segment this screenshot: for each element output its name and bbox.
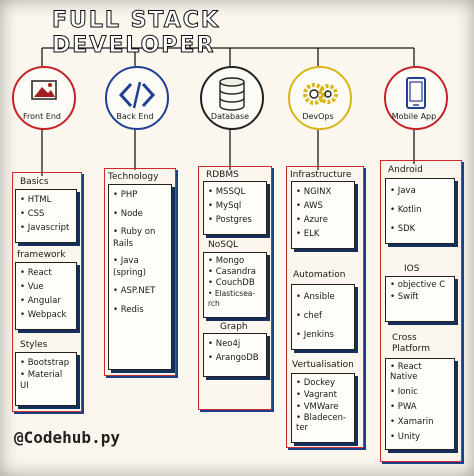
front-end-label: Front End [23, 112, 61, 121]
rdbms-box: MSSQL MySql Postgres [203, 181, 267, 235]
list-item: PWA [390, 400, 450, 415]
devops-node [288, 66, 352, 130]
list-item: Vagrant [296, 389, 350, 401]
automation-title: Automation [293, 270, 346, 280]
back-end-frame [104, 168, 176, 376]
virtualisation-title: Vertualisation [292, 360, 354, 370]
android-title: Android [388, 165, 423, 175]
code-icon [118, 81, 156, 109]
framework-title: framework [17, 250, 66, 260]
list-item: Redis [113, 303, 167, 317]
list-item: Ruby on Rails [113, 226, 167, 250]
list-item: Xamarin [390, 415, 450, 430]
back-end-node [105, 66, 169, 130]
phone-icon [406, 77, 426, 109]
list-item: MySql [208, 199, 262, 213]
database-node [200, 66, 264, 130]
list-item: Angular [20, 294, 72, 308]
list-item: Bladecen-ter [296, 413, 350, 433]
list-item: ArangoDB [208, 351, 262, 365]
android-box: Java Kotlin SDK [385, 178, 455, 244]
list-item: ASP.NET [113, 284, 167, 298]
list-item: Java (spring) [113, 255, 167, 279]
technology-title: Technology [108, 172, 159, 182]
mobile-app-label: Mobile App [391, 112, 437, 121]
styles-box: Bootstrap Material UI [15, 352, 77, 406]
list-item: Node [113, 207, 167, 221]
list-item: SDK [390, 220, 450, 239]
list-item: VMWare [296, 401, 350, 413]
list-item: NGINX [296, 185, 350, 199]
list-item: Java [390, 182, 450, 201]
list-item: ELK [296, 227, 350, 241]
devops-label: DevOps [302, 112, 334, 121]
mobile-frame [380, 160, 462, 462]
nosql-title: NoSQL [208, 240, 239, 250]
devops-frame [286, 166, 364, 448]
list-item: Azure [296, 213, 350, 227]
list-item: Webpack [20, 308, 72, 322]
list-item: React Native [390, 362, 450, 382]
list-item: React [20, 266, 72, 280]
list-item: Neo4j [208, 337, 262, 351]
gears-icon [303, 83, 338, 105]
list-item: objective C [390, 280, 450, 291]
list-item: Elasticsea-rch [208, 289, 262, 309]
list-item: Vue [20, 280, 72, 294]
list-item: Ansible [296, 288, 350, 307]
list-item: MSSQL [208, 185, 262, 199]
database-frame [198, 166, 272, 410]
list-item: Swift [390, 291, 450, 304]
list-item: Postgres [208, 213, 262, 227]
cross-platform-title: Cross Platform [392, 333, 430, 354]
database-label: Database [210, 112, 250, 121]
list-item: PHP [113, 188, 167, 202]
cross-platform-box: React Native Ionic PWA Xamarin Unity [385, 358, 455, 450]
front-end-frame [12, 172, 82, 412]
nosql-box: Mongo Casandra CouchDB Elasticsea-rch [203, 252, 267, 318]
list-item: CSS [20, 207, 72, 221]
basics-box: HTML CSS Javascript [15, 189, 77, 243]
list-item: AWS [296, 199, 350, 213]
list-item: Jenkins [296, 326, 350, 345]
list-item: CouchDB [208, 278, 262, 289]
infrastructure-box: NGINX AWS Azure ELK [291, 181, 355, 249]
technology-box: PHP Node Ruby on Rails Java (spring) ASP… [108, 184, 172, 370]
graph-box: Neo4j ArangoDB [203, 333, 267, 377]
image-icon [31, 80, 57, 100]
virtualisation-box: Dockey Vagrant VMWare Bladecen-ter [291, 373, 355, 443]
footer-handle: @Codehub.py [14, 428, 120, 447]
list-item: HTML [20, 193, 72, 207]
list-item: Kotlin [390, 201, 450, 220]
list-item: Ionic [390, 385, 450, 400]
front-end-node [12, 66, 76, 130]
basics-title: Basics [20, 177, 49, 187]
ios-title: IOS [404, 264, 420, 274]
list-item: chef [296, 307, 350, 326]
back-end-label: Back End [116, 112, 154, 121]
list-item: Material UI [20, 370, 72, 392]
automation-box: Ansible chef Jenkins [291, 284, 355, 350]
list-item: Unity [390, 430, 450, 445]
database-icon [219, 77, 245, 111]
rdbms-title: RDBMS [206, 170, 239, 180]
page-title: Full Stack Developer [52, 8, 220, 59]
infrastructure-title: Infrastructure [290, 170, 352, 180]
graph-title: Graph [220, 322, 248, 332]
framework-box: React Vue Angular Webpack [15, 262, 77, 330]
list-item: Mongo [208, 256, 262, 267]
mobile-app-node [384, 66, 448, 130]
list-item: Casandra [208, 267, 262, 278]
list-item: Dockey [296, 377, 350, 389]
list-item: Bootstrap [20, 356, 72, 370]
list-item: Javascript [20, 221, 72, 235]
styles-title: Styles [20, 340, 48, 350]
ios-box: objective C Swift [385, 276, 455, 322]
